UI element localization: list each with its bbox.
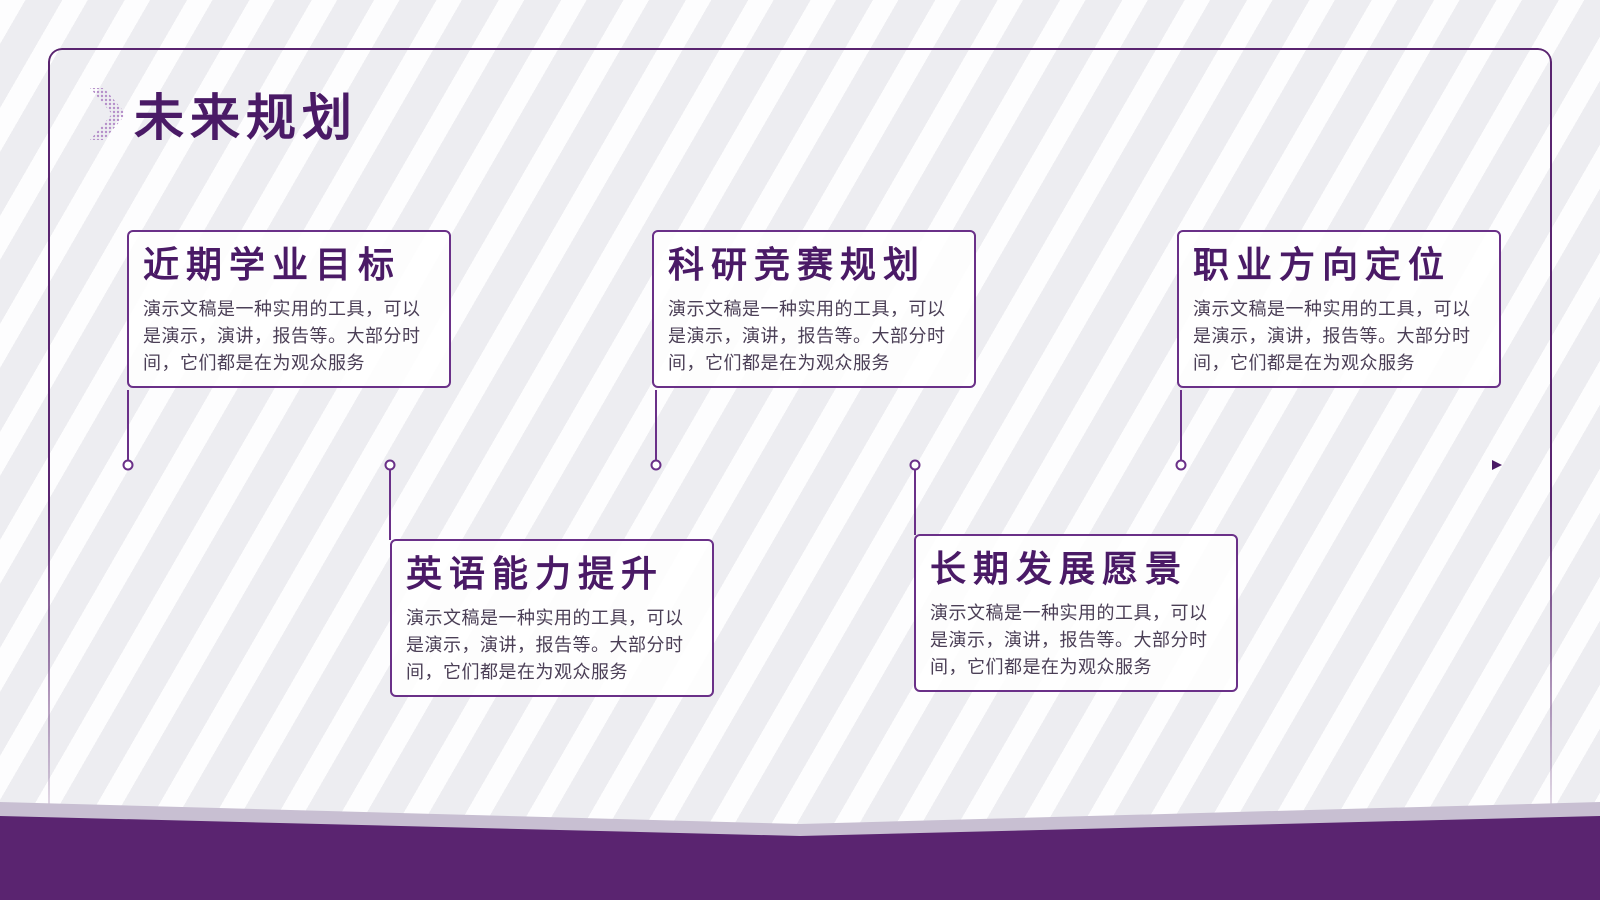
timeline-node-4: [909, 459, 921, 471]
card-body: 演示文稿是一种实用的工具，可以是演示，演讲，报告等。大部分时间，它们都是在为观众…: [668, 299, 946, 374]
content-frame: [48, 48, 1552, 868]
card-title: 长期发展愿景: [930, 549, 1189, 590]
card-body: 演示文稿是一种实用的工具，可以是演示，演讲，报告等。大部分时间，它们都是在为观众…: [930, 603, 1208, 678]
timeline-arrow-icon: [1492, 460, 1502, 470]
card-long-term: 长期发展愿景 演示文稿是一种实用的工具，可以是演示，演讲，报告等。大部分时间，它…: [914, 534, 1238, 692]
timeline-node-1: [122, 459, 134, 471]
card-title: 职业方向定位: [1193, 245, 1452, 286]
card-body: 演示文稿是一种实用的工具，可以是演示，演讲，报告等。大部分时间，它们都是在为观众…: [143, 299, 421, 374]
card-body: 演示文稿是一种实用的工具，可以是演示，演讲，报告等。大部分时间，它们都是在为观众…: [406, 608, 684, 683]
timeline-node-3: [650, 459, 662, 471]
card-academic-goal: 近期学业目标 演示文稿是一种实用的工具，可以是演示，演讲，报告等。大部分时间，它…: [127, 230, 451, 388]
bottom-band: [0, 802, 1600, 900]
card-body: 演示文稿是一种实用的工具，可以是演示，演讲，报告等。大部分时间，它们都是在为观众…: [1193, 299, 1471, 374]
timeline-node-2: [384, 459, 396, 471]
card-english: 英语能力提升 演示文稿是一种实用的工具，可以是演示，演讲，报告等。大部分时间，它…: [390, 539, 714, 697]
card-title: 科研竞赛规划: [668, 245, 927, 286]
title-block: 未来规划: [88, 78, 358, 150]
chevron-icon: [90, 88, 126, 140]
card-research: 科研竞赛规划 演示文稿是一种实用的工具，可以是演示，演讲，报告等。大部分时间，它…: [652, 230, 976, 388]
card-title: 英语能力提升: [406, 554, 665, 595]
timeline-node-5: [1175, 459, 1187, 471]
page-title: 未来规划: [134, 89, 358, 147]
card-career: 职业方向定位 演示文稿是一种实用的工具，可以是演示，演讲，报告等。大部分时间，它…: [1177, 230, 1501, 388]
card-title: 近期学业目标: [143, 245, 402, 286]
